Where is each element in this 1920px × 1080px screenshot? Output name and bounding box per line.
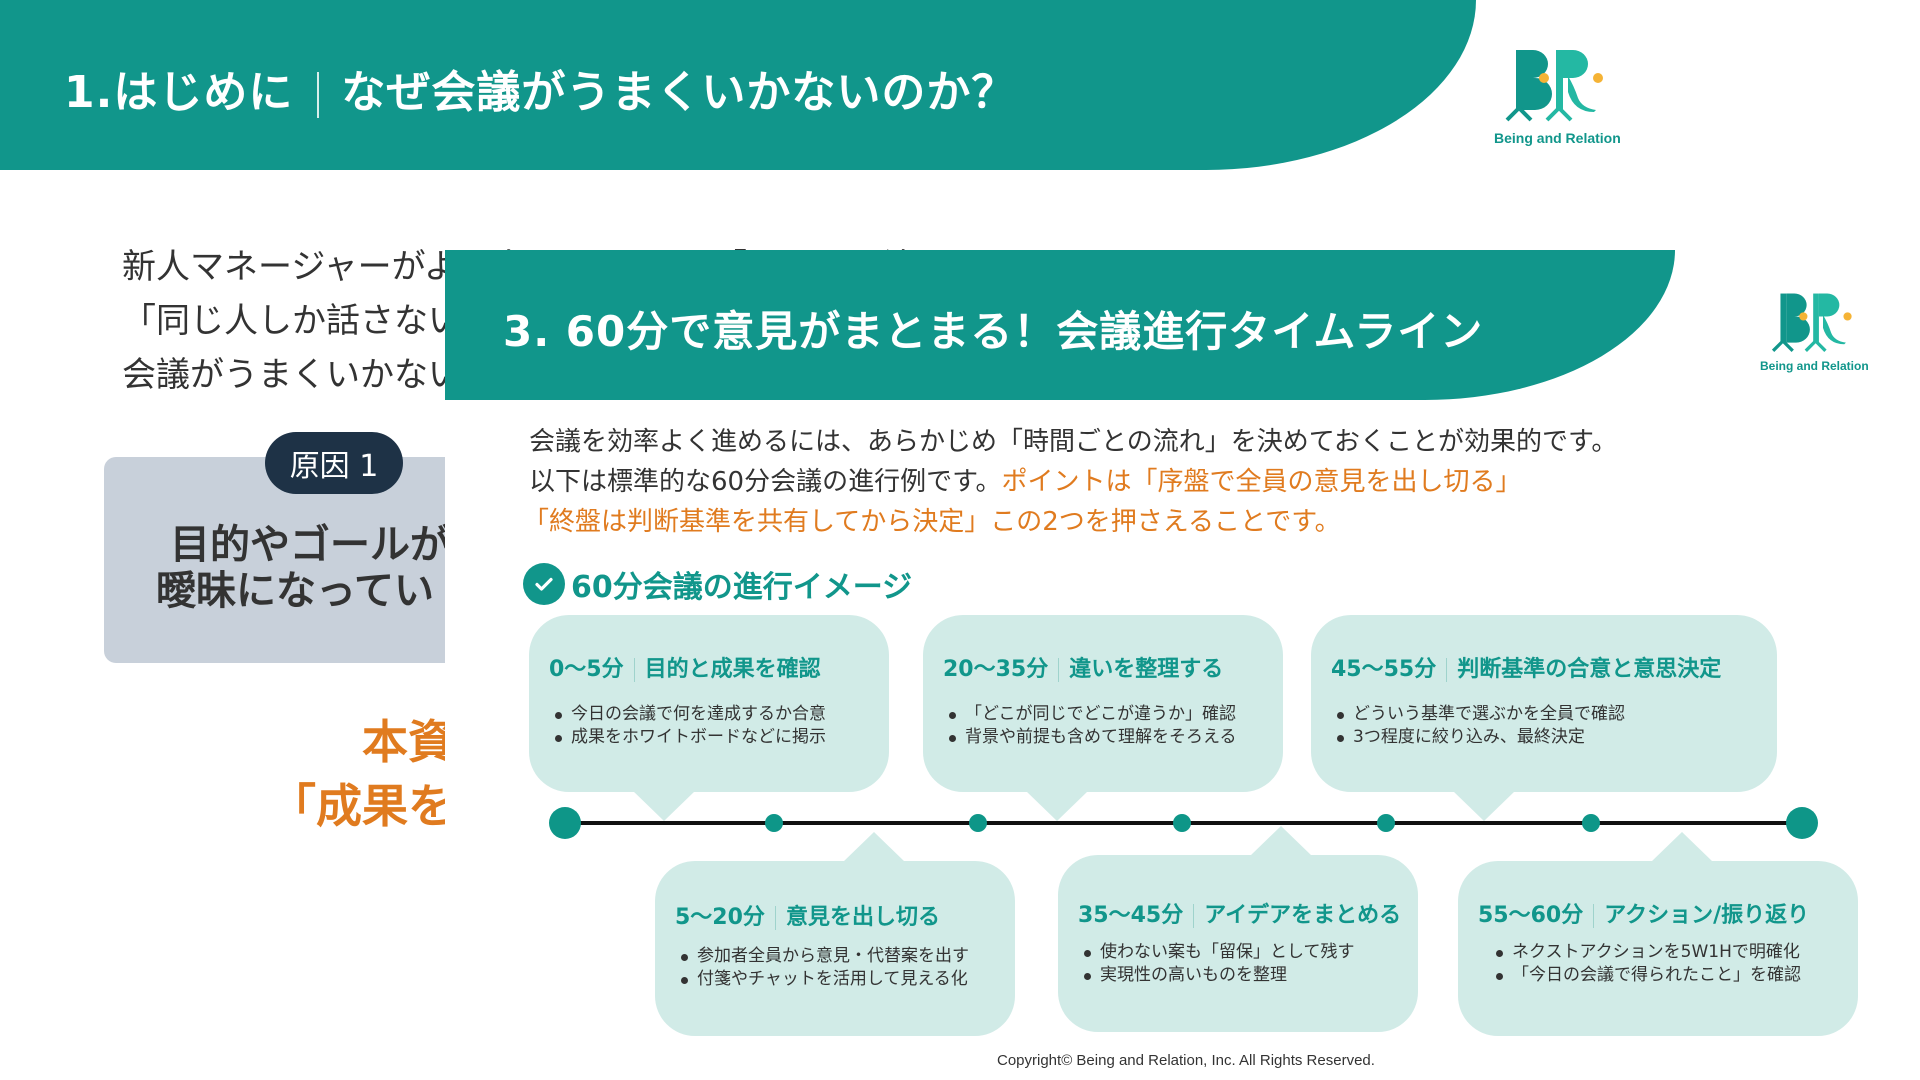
timeline-dot: [765, 814, 783, 832]
br-logo-icon: [1772, 293, 1852, 352]
card-bullet: 「今日の会議で得られたこと」を確認: [1490, 964, 1858, 987]
card-time: 0〜5分: [549, 657, 624, 682]
card-bullet: 今日の会議で何を達成するか合意: [549, 703, 889, 726]
card-pointer: [633, 791, 695, 821]
card-time: 5〜20分: [675, 905, 765, 930]
title-separator: [1058, 658, 1060, 682]
card-pointer: [1026, 791, 1088, 821]
section-heading: 60分会議の進行イメージ: [523, 562, 912, 606]
title-separator: [1593, 904, 1595, 928]
timeline-dot: [1173, 814, 1191, 832]
card-heading: アイデアをまとめる: [1204, 903, 1402, 928]
card-time: 35〜45分: [1078, 903, 1184, 928]
section-title: 60分会議の進行イメージ: [571, 570, 913, 605]
logo-brand-text: Being and Relation: [1494, 130, 1621, 146]
timeline-dot: [969, 814, 987, 832]
card-time: 55〜60分: [1478, 903, 1584, 928]
description-text: 以下は標準的な60分会議の進行例です。: [529, 467, 1002, 497]
description-highlight: ポイントは「序盤で全員の意見を出し切る」: [1001, 467, 1522, 497]
cause-badge: 原因 1: [265, 432, 403, 494]
title-separator: [633, 658, 635, 682]
card-bullet: 3つ程度に絞り込み、最終決定: [1331, 726, 1777, 749]
slide-title: 3. 60分で意見がまとまる！会議進行タイムライン: [503, 307, 1484, 356]
timeline-start-dot: [549, 807, 581, 839]
card-title: 20〜35分違いを整理する: [943, 651, 1283, 683]
card-pointer: [843, 832, 905, 862]
card-bullets: 参加者全員から意見・代替案を出す 付箋やチャットを活用して見える化: [675, 945, 1015, 991]
timeline-dot: [1582, 814, 1600, 832]
card-title: 55〜60分アクション/振り返り: [1478, 897, 1858, 929]
description-highlight: 「終盤は判断基準を共有してから決定」この2つを押さえることです。: [523, 507, 1341, 537]
title-separator: [1446, 658, 1448, 682]
intro-line: 「同じ人しか話さない」: [122, 301, 496, 341]
card-bullet: 参加者全員から意見・代替案を出す: [675, 945, 1015, 968]
card-heading: 目的と成果を確認: [644, 657, 821, 682]
card-time: 20〜35分: [943, 657, 1049, 682]
logo-brand-text: Being and Relation: [1760, 359, 1869, 373]
card-title: 35〜45分アイデアをまとめる: [1078, 897, 1418, 929]
card-bullets: 「どこが同じでどこが違うか」確認 背景や前提も含めて理解をそろえる: [943, 703, 1283, 749]
timeline-card-step-5: 45〜55分判断基準の合意と意思決定 どういう基準で選ぶかを全員で確認 3つ程度…: [1311, 615, 1777, 792]
background-title-number: 1.はじめに: [64, 67, 294, 118]
background-title-text: なぜ会議がうまくいかないのか？: [341, 67, 1017, 118]
title-separator: [1193, 904, 1195, 928]
company-logo: Being and Relation: [1494, 46, 1621, 146]
card-time: 45〜55分: [1331, 657, 1437, 682]
timeline-card-step-4: 35〜45分アイデアをまとめる 使わない案も「留保」として残す 実現性の高いもの…: [1058, 855, 1418, 1032]
card-pointer: [1453, 791, 1515, 821]
card-bullets: どういう基準で選ぶかを全員で確認 3つ程度に絞り込み、最終決定: [1331, 703, 1777, 749]
check-circle-icon: [523, 563, 565, 605]
copyright-text: Copyright© Being and Relation, Inc. All …: [997, 1052, 1375, 1069]
background-conclusion: 本資 「成果を: [270, 710, 454, 838]
description-line: 以下は標準的な60分会議の進行例です。ポイントは「序盤で全員の意見を出し切る」: [529, 462, 1617, 502]
title-separator: [774, 906, 776, 930]
slide-description: 会議を効率よく進めるには、あらかじめ「時間ごとの流れ」を決めておくことが効果的で…: [523, 422, 1618, 542]
card-bullet: 付箋やチャットを活用して見える化: [675, 968, 1015, 991]
timeline-card-step-6: 55〜60分アクション/振り返り ネクストアクションを5W1Hで明確化 「今日の…: [1458, 861, 1858, 1036]
intro-line: 会議がうまくいかない: [122, 355, 462, 395]
description-line: 会議を効率よく進めるには、あらかじめ「時間ごとの流れ」を決めておくことが効果的で…: [529, 427, 1618, 457]
card-pointer: [1651, 832, 1713, 862]
conclusion-line: 「成果を: [270, 779, 454, 833]
slide-header: 3. 60分で意見がまとまる！会議進行タイムライン: [445, 250, 1675, 400]
card-bullet: どういう基準で選ぶかを全員で確認: [1331, 703, 1777, 726]
card-title: 5〜20分意見を出し切る: [675, 899, 1015, 931]
timeline-card-step-2: 5〜20分意見を出し切る 参加者全員から意見・代替案を出す 付箋やチャットを活用…: [655, 861, 1015, 1036]
timeline-dot: [1377, 814, 1395, 832]
timeline-card-step-1: 0〜5分目的と成果を確認 今日の会議で何を達成するか合意 成果をホワイトボードな…: [529, 615, 889, 792]
card-bullet: 成果をホワイトボードなどに掲示: [549, 726, 889, 749]
card-heading: アクション/振り返り: [1604, 903, 1810, 928]
card-bullets: 使わない案も「留保」として残す 実現性の高いものを整理: [1078, 941, 1418, 987]
br-logo-icon: [1505, 50, 1604, 122]
cause-line: 目的やゴールが: [170, 522, 450, 568]
card-heading: 判断基準の合意と意思決定: [1457, 657, 1722, 682]
card-heading: 意見を出し切る: [785, 905, 940, 930]
card-title: 45〜55分判断基準の合意と意思決定: [1331, 651, 1777, 683]
conclusion-line: 本資: [362, 715, 454, 769]
card-pointer: [1250, 826, 1312, 856]
timeline-slide: 3. 60分で意見がまとまる！会議進行タイムライン Being and Rela…: [445, 250, 1920, 1080]
card-bullet: 背景や前提も含めて理解をそろえる: [943, 726, 1283, 749]
card-bullet: 実現性の高いものを整理: [1078, 964, 1418, 987]
background-slide-header: 1.はじめになぜ会議がうまくいかないのか？: [0, 0, 1476, 170]
cause-text: 目的やゴールが 曖昧になってい: [156, 522, 450, 614]
company-logo: Being and Relation: [1760, 290, 1869, 373]
background-slide-title: 1.はじめになぜ会議がうまくいかないのか？: [64, 56, 1016, 120]
cause-line: 曖昧になってい: [156, 568, 434, 614]
card-bullets: ネクストアクションを5W1Hで明確化 「今日の会議で得られたこと」を確認: [1490, 941, 1858, 987]
timeline-card-step-3: 20〜35分違いを整理する 「どこが同じでどこが違うか」確認 背景や前提も含めて…: [923, 615, 1283, 792]
title-separator: [317, 72, 320, 118]
card-bullet: 使わない案も「留保」として残す: [1078, 941, 1418, 964]
card-bullet: 「どこが同じでどこが違うか」確認: [943, 703, 1283, 726]
card-bullet: ネクストアクションを5W1Hで明確化: [1490, 941, 1858, 964]
card-heading: 違いを整理する: [1069, 657, 1224, 682]
card-title: 0〜5分目的と成果を確認: [549, 651, 889, 683]
card-bullets: 今日の会議で何を達成するか合意 成果をホワイトボードなどに掲示: [549, 703, 889, 749]
timeline-end-dot: [1786, 807, 1818, 839]
